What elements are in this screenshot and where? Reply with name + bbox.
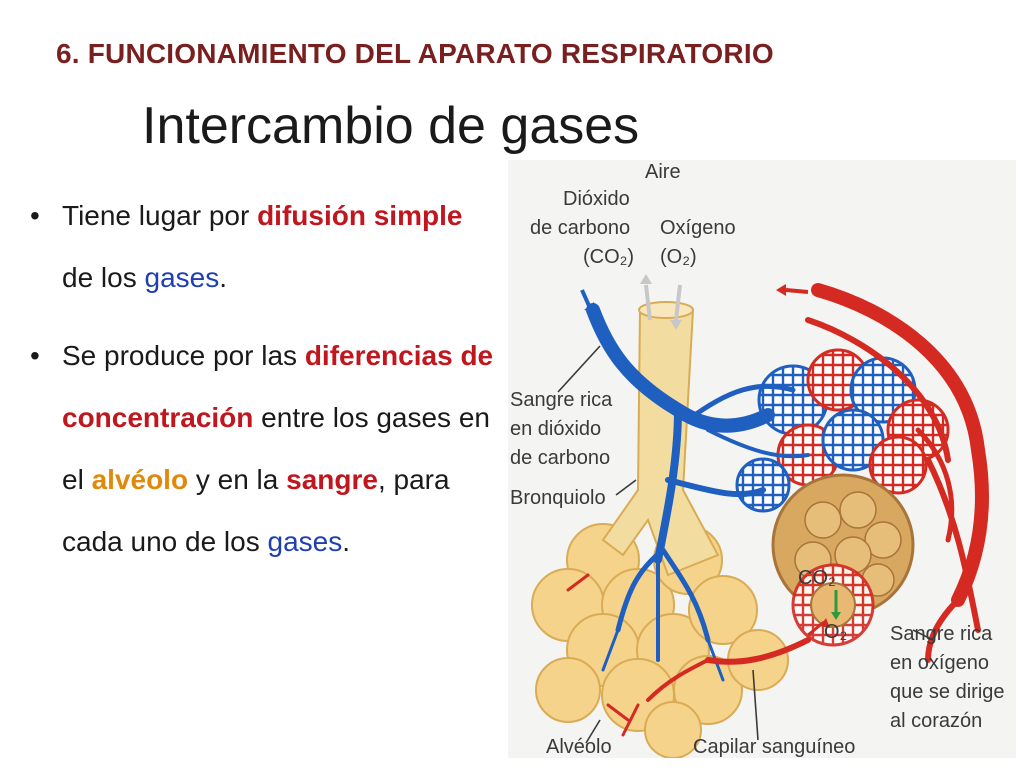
air-arrows: [644, 284, 682, 321]
label-sangre-o2-1: Sangre rica: [890, 623, 993, 645]
keyword-sangre: sangre: [286, 464, 378, 495]
capillary-network: [735, 348, 950, 513]
label-sangre-o2-2: en oxígeno: [890, 652, 989, 674]
label-co2-cell: CO₂: [798, 567, 836, 589]
label-o2-formula: (O₂): [660, 246, 697, 268]
gas-exchange-diagram: Aire Dióxido de carbono (CO₂) Oxígeno (O…: [508, 160, 1016, 758]
bullet-text: entre los gases en el: [62, 402, 490, 495]
arterial-vessels: [566, 283, 989, 737]
label-capilar: Capilar sanguíneo: [693, 736, 855, 758]
section-title: 6. FUNCIONAMIENTO DEL APARATO RESPIRATOR…: [56, 38, 774, 69]
venous-vessels: [586, 303, 810, 682]
label-o2-cell: O₂: [824, 621, 847, 643]
label-sangre-co2-1: Sangre rica: [510, 389, 613, 411]
leader-lines: [557, 345, 934, 744]
bullet-text: de los: [62, 262, 145, 293]
bullet-item-diffusion: • Tiene lugar por difusión simple de los…: [26, 185, 496, 309]
label-sangre-co2-3: de carbono: [510, 447, 610, 469]
bullet-text: Se produce por las: [62, 340, 305, 371]
bullet-dot-icon: •: [30, 200, 40, 231]
label-sangre-o2-3: que se dirige: [890, 681, 1005, 703]
label-dioxido: Dióxido: [563, 188, 630, 210]
bullet-list: • Tiene lugar por difusión simple de los…: [26, 185, 496, 573]
keyword-simple: simple: [373, 200, 463, 231]
bullet-text: , para cada uno de los: [62, 464, 450, 557]
bullet-text: .: [342, 526, 350, 557]
bullet-dot-icon: •: [30, 340, 40, 371]
bullet-text: Tiene lugar por: [62, 200, 258, 231]
label-oxigeno: Oxígeno: [660, 217, 736, 239]
keyword-alveolo: alvéolo: [91, 464, 189, 495]
keyword-gases: gases: [144, 262, 220, 293]
label-alveolo: Alvéolo: [546, 736, 612, 758]
label-de-carbono: de carbono: [530, 217, 630, 239]
label-aire: Aire: [645, 161, 681, 183]
keyword-gases: gases: [267, 526, 343, 557]
bullet-item-concentration: • Se produce por las diferencias de conc…: [26, 325, 496, 573]
slide-title: Intercambio de gases: [142, 97, 640, 155]
label-sangre-co2-2: en dióxido: [510, 418, 601, 440]
keyword-diferencias: diferencias de: [304, 340, 494, 371]
keyword-difusion: difusión: [257, 200, 366, 231]
label-co2-formula: (CO₂): [583, 246, 634, 268]
label-bronquiolo: Bronquiolo: [510, 487, 606, 509]
label-sangre-o2-4: al corazón: [890, 710, 982, 732]
bullet-text: .: [219, 262, 227, 293]
bullet-text: y en la: [188, 464, 287, 495]
keyword-concentracion: concentración: [62, 402, 254, 433]
